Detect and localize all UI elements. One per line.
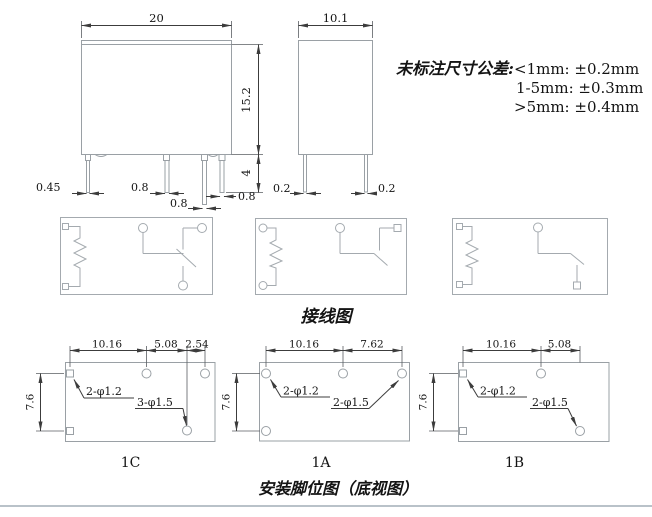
side-pin2-width-value: 0.2 xyxy=(378,182,396,195)
side-view: 10.1 0.2 0.2 xyxy=(273,11,396,196)
fp1c-hole-label-2: 3-φ1.5 xyxy=(137,396,173,409)
footprint-caption: 安装脚位图（底视图） xyxy=(258,479,418,498)
fp1b-label: 1B xyxy=(505,455,524,471)
fp1c-hole-label-1: 2-φ1.2 xyxy=(86,385,122,398)
wiring-diagram-1b xyxy=(452,218,608,295)
fp1b-vdim: 7.6 xyxy=(418,393,430,410)
front-height-dimension: 15.2 xyxy=(231,44,263,155)
fp1b-hole-label-1: 2-φ1.2 xyxy=(480,385,516,398)
pin4-width-value: 0.8 xyxy=(238,190,256,203)
footprint-1c: 10.16 5.08 2.54 7.6 2-φ1.2 3-φ1.5 1C xyxy=(25,339,216,471)
fp1a-dim-1: 10.16 xyxy=(289,339,319,351)
fp1b-dim-1: 10.16 xyxy=(486,339,516,351)
front-pin-width-dimensions: 0.45 0.8 0.8 0.8 xyxy=(36,181,256,211)
front-pin-length-value: 4 xyxy=(239,169,253,176)
pin3-width-value: 0.8 xyxy=(170,197,188,210)
tolerance-line-3: >5mm: ±0.4mm xyxy=(514,98,639,116)
fp1c-label: 1C xyxy=(121,455,141,471)
tolerance-line-1: <1mm: ±0.2mm xyxy=(514,60,639,78)
front-width-value: 20 xyxy=(149,11,164,25)
front-view-pins xyxy=(85,154,226,205)
bottom-divider xyxy=(0,505,652,507)
fp1a-dim-2: 7.62 xyxy=(360,339,383,351)
fp1c-dim-3: 2.54 xyxy=(185,339,209,351)
wiring-diagram-1a xyxy=(255,218,407,295)
side-pin1-width-value: 0.2 xyxy=(273,182,291,195)
fp1c-dim-1: 10.16 xyxy=(92,339,122,351)
side-pin-width-dimensions: 0.2 0.2 xyxy=(273,182,396,196)
pin2-width-value: 0.8 xyxy=(131,181,149,194)
fp1a-vdim: 7.6 xyxy=(221,393,233,410)
side-width-dimension: 10.1 xyxy=(298,11,373,38)
front-height-value: 15.2 xyxy=(239,87,253,113)
tolerance-note: 未标注尺寸公差: <1mm: ±0.2mm 1-5mm: ±0.3mm >5mm… xyxy=(396,59,643,116)
fp1b-hole-label-2: 2-φ1.5 xyxy=(532,396,568,409)
wiring-diagram-1c xyxy=(60,217,213,295)
tolerance-label: 未标注尺寸公差: xyxy=(396,59,514,78)
wiring-caption: 接线图 xyxy=(301,307,355,327)
fp1c-vdim: 7.6 xyxy=(25,393,37,410)
fp1a-label: 1A xyxy=(311,455,331,471)
fp1a-hole-label-2: 2-φ1.5 xyxy=(333,396,369,409)
footprint-1b: 10.16 5.08 7.6 2-φ1.2 2-φ1.5 1B xyxy=(418,339,610,471)
front-pin-length-dimension: 4 xyxy=(226,154,263,193)
fp1a-hole-label-1: 2-φ1.2 xyxy=(283,385,319,398)
pin1-width-value: 0.45 xyxy=(36,181,61,194)
front-width-dimension: 20 xyxy=(81,11,232,38)
fp1c-dim-2: 5.08 xyxy=(154,339,177,351)
fp1b-dim-2: 5.08 xyxy=(548,339,571,351)
footprint-1a: 10.16 7.62 7.6 2-φ1.2 2-φ1.5 1A xyxy=(221,339,410,471)
side-width-value: 10.1 xyxy=(323,11,349,25)
tolerance-line-2: 1-5mm: ±0.3mm xyxy=(516,79,643,97)
front-view: 20 15.2 4 0.45 0.8 0.8 0.8 xyxy=(36,11,263,211)
